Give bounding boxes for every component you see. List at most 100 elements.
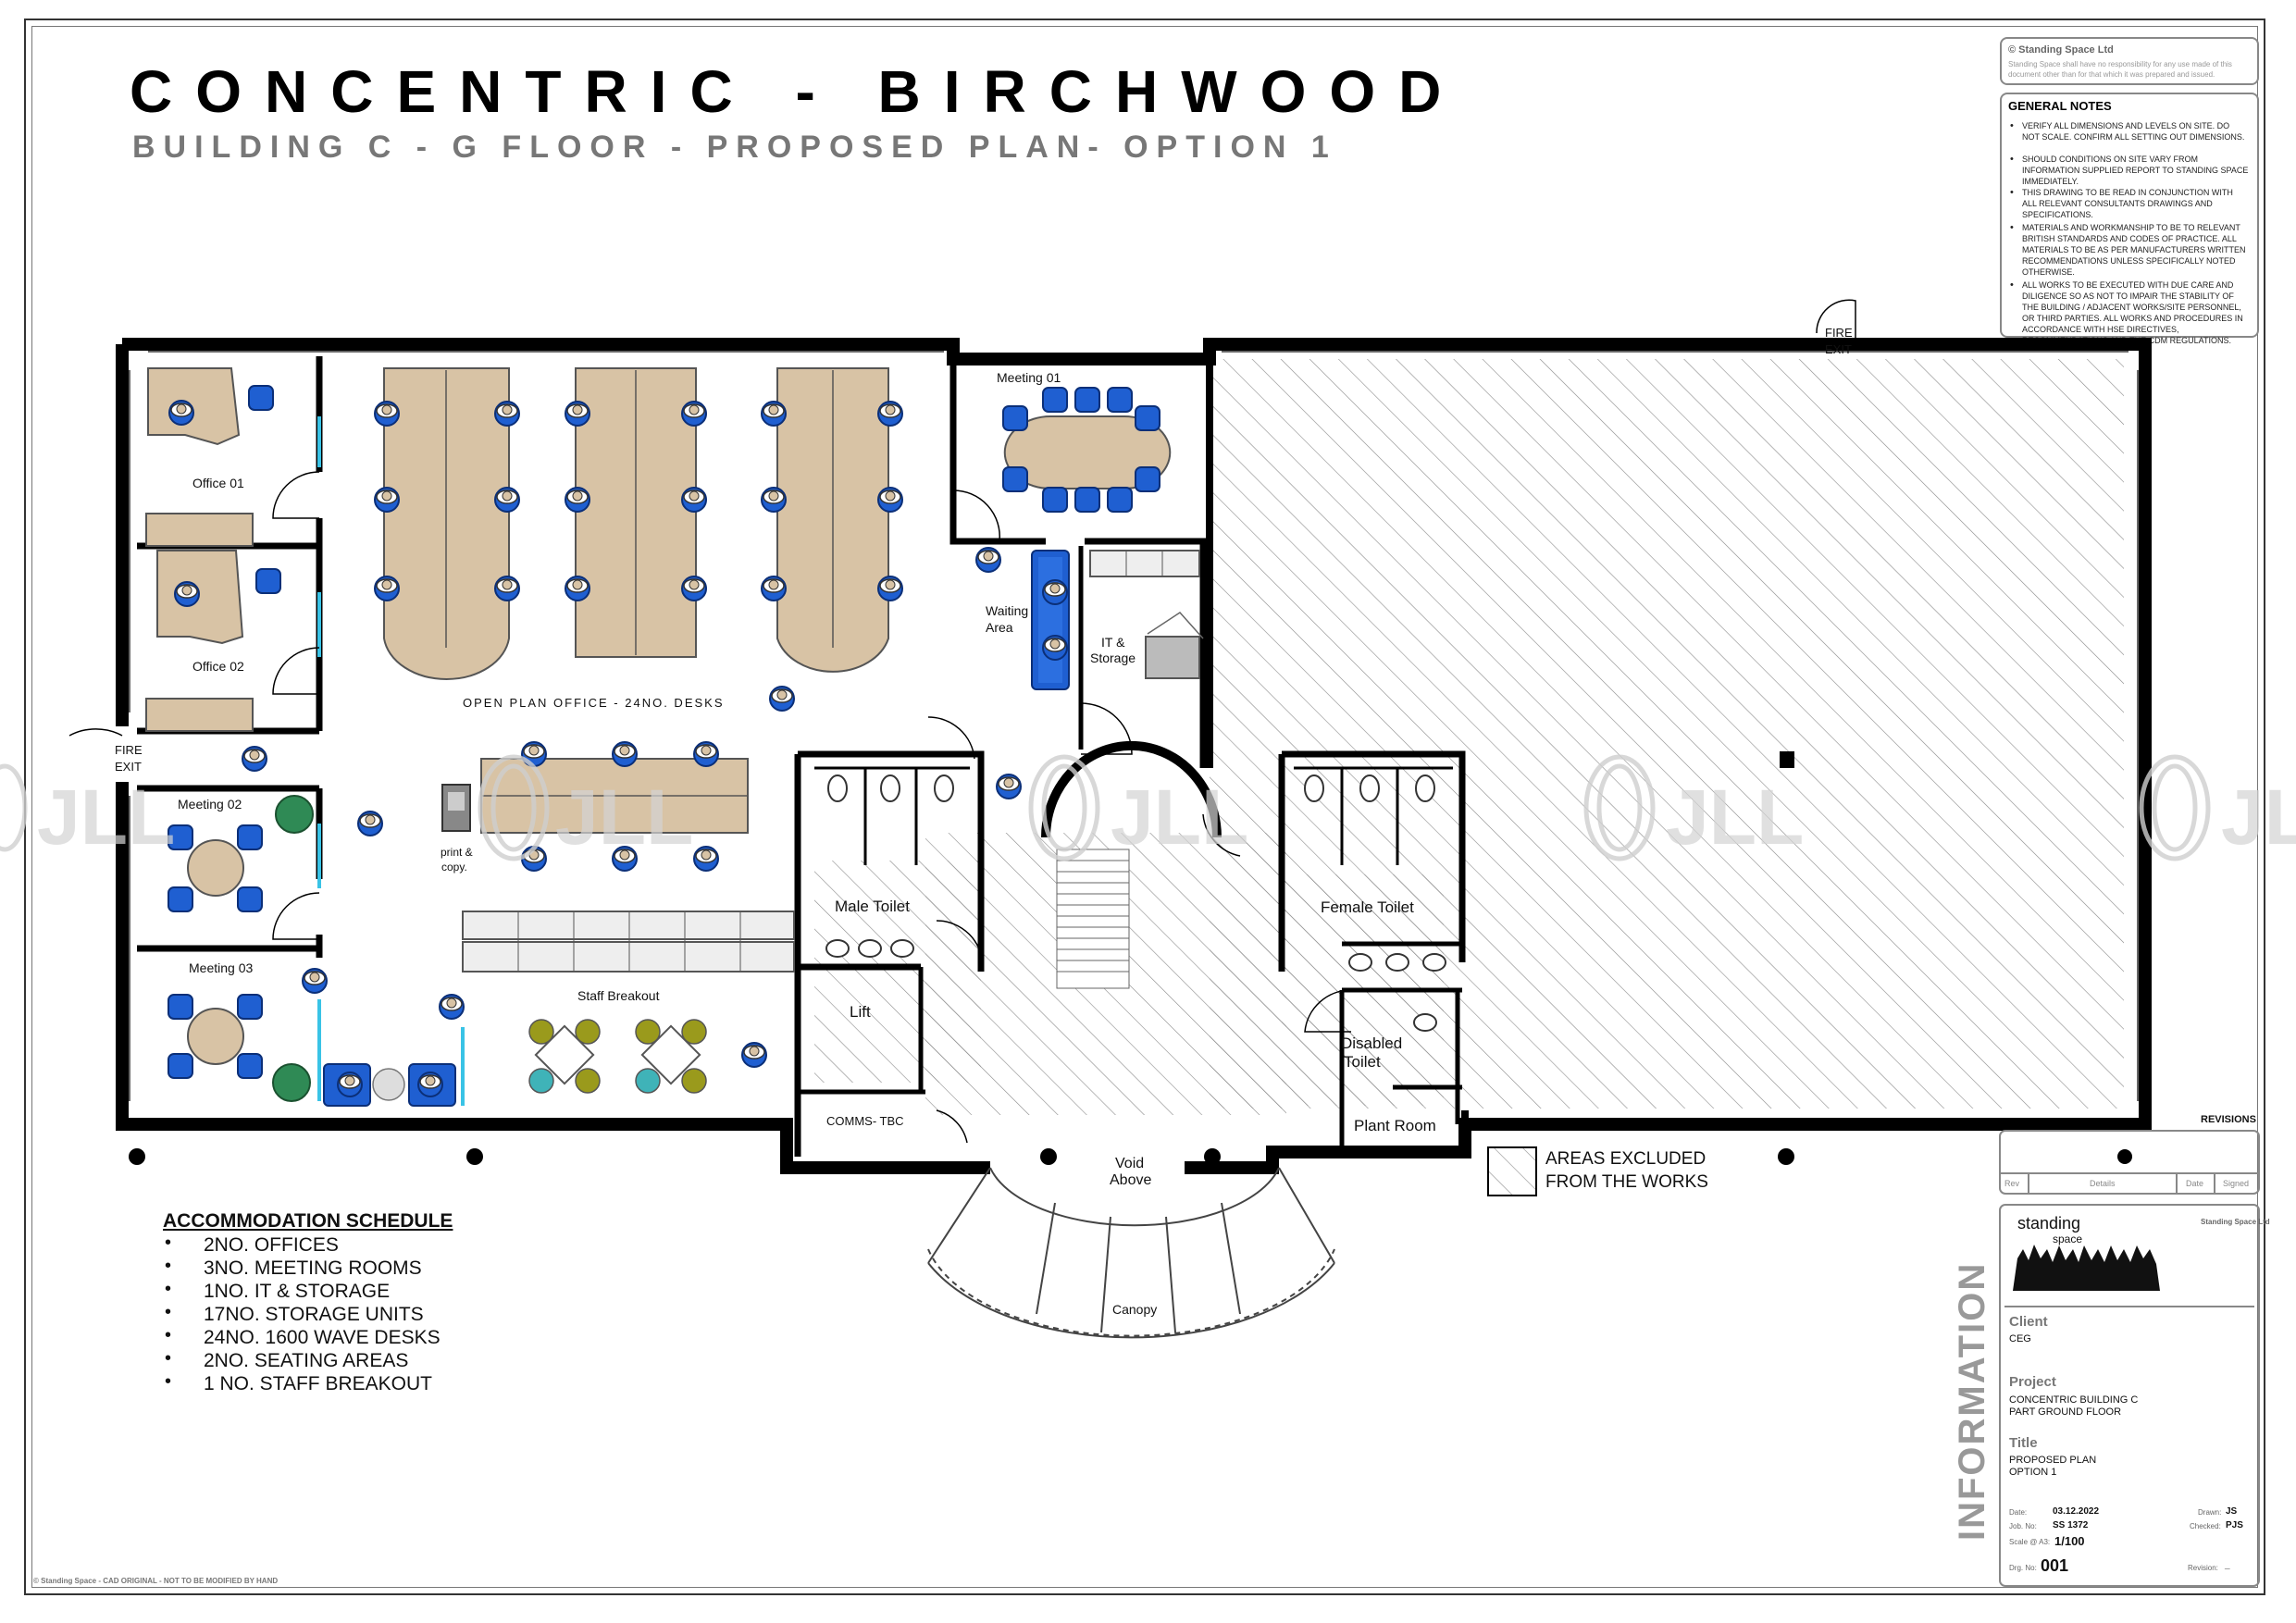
general-note: MATERIALS AND WORKMANSHIP TO BE TO RELEV… (2010, 222, 2249, 278)
storage-units (462, 911, 795, 973)
disabled-toilet-label: Disabled (1341, 1035, 1403, 1052)
job-value: SS 1372 (2053, 1520, 2089, 1530)
jll-watermark-text: JLL (2221, 774, 2296, 861)
waiting-area-label: Waiting (986, 603, 1029, 618)
waiting-area-label: Area (986, 620, 1013, 635)
meeting-02-table (168, 795, 314, 912)
schedule-title: ACCOMMODATION SCHEDULE (163, 1210, 453, 1232)
client-value: CEG (2009, 1333, 2031, 1344)
project-label: Project (2009, 1374, 2056, 1390)
it-storage-label: Storage (1090, 650, 1136, 665)
legend-line: FROM THE WORKS (1545, 1172, 1708, 1192)
canopy (927, 1167, 1335, 1339)
meeting-01-table (1002, 387, 1172, 513)
print-copy-label: copy. (441, 861, 467, 873)
schedule-item: 3NO. MEETING ROOMS (165, 1256, 422, 1280)
revisions-frame (1999, 1130, 2260, 1587)
fire-exit-top-label: EXIT (1825, 342, 1852, 356)
desk-cluster (374, 367, 520, 680)
schedule-item: 24NO. 1600 WAVE DESKS (165, 1325, 441, 1349)
company-name: standing (2017, 1214, 2081, 1233)
print-copy-label: print & (441, 846, 473, 859)
office-01-label: Office 01 (192, 476, 244, 490)
meeting-03-table (168, 994, 311, 1102)
void-above-label: Void (1115, 1156, 1145, 1171)
project-value: CONCENTRIC BUILDING C (2009, 1394, 2139, 1406)
columns (129, 751, 1794, 1165)
revision-dot-icon (2117, 1149, 2132, 1164)
date-column: Date (2186, 1179, 2204, 1188)
jll-watermark-text: JLL (1111, 774, 1249, 861)
meeting-02-label: Meeting 02 (178, 797, 242, 812)
comms-label: COMMS- TBC (826, 1114, 904, 1128)
date-label: Date: (2009, 1508, 2028, 1517)
job-label: Job. No: (2009, 1522, 2037, 1530)
drawn-value: JS (2226, 1506, 2238, 1517)
standing-space-logo (2010, 1245, 2163, 1292)
drawing-subtitle: BUILDING C - G FLOOR - PROPOSED PLAN- OP… (132, 130, 1337, 165)
drg-value: 001 (2041, 1556, 2069, 1575)
open-plan-label: OPEN PLAN OFFICE - 24NO. DESKS (463, 696, 725, 710)
jll-watermark-text: JLL (1666, 774, 1805, 861)
desk-cluster (761, 367, 903, 673)
printer (441, 784, 471, 832)
canopy-label: Canopy (1112, 1302, 1158, 1317)
footer-note: © Standing Space - CAD ORIGINAL - NOT TO… (33, 1577, 279, 1585)
breakout-table (635, 1019, 707, 1094)
schedule-item: 1 NO. STAFF BREAKOUT (165, 1371, 432, 1395)
scale-value: 1/100 (2054, 1534, 2085, 1548)
copyright-panel (2000, 37, 2259, 85)
legend-hatch-swatch (1487, 1146, 1537, 1196)
glazing (129, 351, 2139, 1101)
female-toilet-label: Female Toilet (1321, 898, 1414, 916)
wc-pans (825, 774, 1446, 1032)
rev-column: Rev (2004, 1179, 2020, 1188)
copyright-title: © Standing Space Ltd (2008, 44, 2114, 56)
office-02-label: Office 02 (192, 659, 244, 674)
seating-area (323, 1063, 456, 1107)
date-value: 03.12.2022 (2053, 1506, 2100, 1517)
door-swings (68, 299, 1856, 1144)
revision-label: Revision: (2188, 1564, 2218, 1572)
revisions-heading: REVISIONS (2201, 1114, 2256, 1125)
void-above-label: Above (1110, 1172, 1152, 1188)
company-address-title: Standing Space Ltd (2201, 1218, 2270, 1226)
signed-column: Signed (2223, 1179, 2250, 1188)
legend-line: AREAS EXCLUDED (1545, 1149, 1706, 1169)
general-note: THIS DRAWING TO BE READ IN CONJUNCTION W… (2010, 187, 2249, 220)
fire-exit-left-label: FIRE (115, 743, 143, 757)
jll-watermark (0, 754, 2211, 861)
jll-watermark-text: JLL (37, 774, 176, 861)
revision-value: _ (2225, 1560, 2230, 1570)
it-storage-units (1089, 550, 1204, 679)
fire-exit-top-label: FIRE (1825, 326, 1853, 340)
lift-label: Lift (850, 1003, 871, 1021)
drawing-title: CONCENTRIC - BIRCHWOOD (130, 58, 1465, 125)
schedule-item: 2NO. SEATING AREAS (165, 1348, 408, 1372)
information-label: INFORMATION (1952, 1261, 1992, 1541)
general-notes-heading: GENERAL NOTES (2008, 99, 2112, 113)
client-label: Client (2009, 1314, 2048, 1330)
meeting-03-label: Meeting 03 (189, 960, 254, 975)
title-value: PROPOSED PLAN (2009, 1455, 2097, 1466)
project-value: PART GROUND FLOOR (2009, 1406, 2122, 1418)
disabled-toilet-label: Toilet (1344, 1053, 1381, 1071)
checked-label: Checked: (2190, 1522, 2221, 1530)
jll-watermark-text: JLL (555, 774, 694, 861)
general-note: SHOULD CONDITIONS ON SITE VARY FROM INFO… (2010, 154, 2249, 187)
fire-exit-left-label: EXIT (115, 760, 142, 774)
male-toilet-label: Male Toilet (835, 898, 910, 915)
breakout-table (528, 1019, 601, 1094)
title-value: OPTION 1 (2009, 1467, 2057, 1478)
glass-partitions (317, 416, 465, 1106)
plant-room-label: Plant Room (1354, 1117, 1436, 1134)
copyright-text: Standing Space shall have no responsibil… (2008, 60, 2232, 79)
outer-walls (116, 338, 2152, 1174)
drg-label: Drg. No: (2009, 1564, 2037, 1572)
desk-cluster (565, 367, 707, 658)
staff-breakout-label: Staff Breakout (577, 988, 660, 1003)
title-label: Title (2009, 1435, 2038, 1451)
checked-value: PJS (2226, 1520, 2243, 1530)
drawn-label: Drawn: (2198, 1508, 2222, 1517)
